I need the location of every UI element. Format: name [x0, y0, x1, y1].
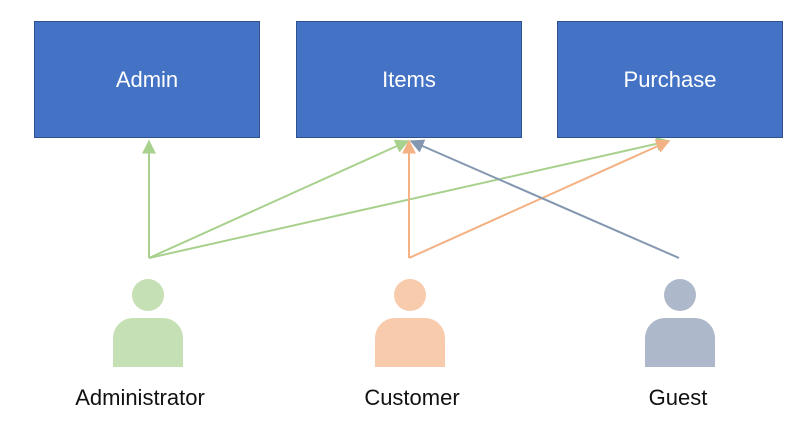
- arrow-customer-to-purchase: [408, 139, 671, 259]
- admin-box-label: Admin: [115, 66, 179, 92]
- purchase-box-label: Purchase: [623, 66, 717, 92]
- guest-label: Guest: [648, 385, 708, 410]
- customer-user-icon: [375, 279, 445, 367]
- items-box: Items: [296, 21, 522, 138]
- arrow-guest-to-items: [409, 139, 680, 259]
- guest-user-icon: [645, 279, 715, 367]
- guest-body: [645, 318, 715, 367]
- items-box-label: Items: [382, 66, 436, 92]
- administrator-user-icon: [113, 279, 183, 367]
- administrator-body: [113, 318, 183, 367]
- administrator-label: Administrator: [75, 385, 205, 410]
- purchase-box: Purchase: [557, 21, 783, 138]
- customer-label: Customer: [364, 385, 460, 410]
- arrow-administrator-to-items: [148, 139, 410, 259]
- admin-box: Admin: [34, 21, 260, 138]
- guest-head: [664, 279, 696, 311]
- customer-body: [375, 318, 445, 367]
- customer-head: [394, 279, 426, 311]
- administrator-head: [132, 279, 164, 311]
